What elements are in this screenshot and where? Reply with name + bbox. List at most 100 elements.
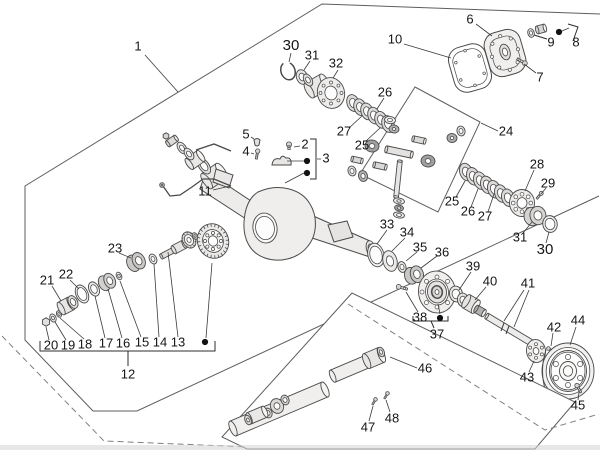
callout-43: 43 <box>520 369 534 384</box>
leader-22 <box>69 279 80 290</box>
leader-35 <box>405 251 418 262</box>
part-pipe-end <box>159 182 165 188</box>
part-input-yoke-b <box>183 147 195 161</box>
part-bolt-7 <box>516 57 528 67</box>
part-ring-17 <box>88 281 100 297</box>
leader-26-left <box>376 97 385 110</box>
bracket-3 <box>310 138 317 180</box>
part-kit-roller-c <box>350 155 364 165</box>
callout-36: 36 <box>435 244 449 259</box>
callout-15: 15 <box>135 334 149 349</box>
callout-44: 44 <box>571 312 585 327</box>
callout-31-right: 31 <box>513 229 527 244</box>
part-screw-48 <box>383 391 390 400</box>
part-pinion-tip <box>191 232 199 240</box>
leader-29 <box>540 187 547 195</box>
callout-21: 21 <box>40 272 54 287</box>
kit-dot-8 <box>555 28 563 36</box>
callout-48: 48 <box>385 410 399 425</box>
part-hub-40-splines <box>473 304 487 318</box>
callout-37: 37 <box>430 326 444 341</box>
callout-8: 8 <box>572 34 579 49</box>
leader-31-top <box>303 60 311 71</box>
bracket-37 <box>412 316 449 322</box>
callout-6: 6 <box>466 11 473 26</box>
callout-26-left: 26 <box>378 84 392 99</box>
sheet-1 <box>24 3 600 412</box>
part-input-tip <box>165 134 179 148</box>
leader-41-1 <box>513 289 530 328</box>
leader-42 <box>550 332 554 347</box>
leader-20 <box>45 326 50 341</box>
callout-4: 4 <box>242 143 249 158</box>
leader-10 <box>403 43 452 59</box>
callout-30-right: 30 <box>537 241 554 258</box>
part-prop-ujoint-cap-b <box>280 394 290 406</box>
part-plug-9 <box>534 23 548 35</box>
leader-44 <box>569 326 577 346</box>
leader-43 <box>528 360 535 373</box>
leader-1 <box>144 54 179 93</box>
callout-47: 47 <box>361 419 375 434</box>
leader-46 <box>389 356 418 369</box>
part-circlip-30-top <box>280 62 297 81</box>
part-cover-center <box>499 43 511 61</box>
part-ring-35 <box>397 261 407 273</box>
leader-30-right <box>545 231 550 244</box>
part-screw-47 <box>371 397 378 406</box>
part-kit-cone <box>446 133 458 143</box>
part-breather-2 <box>286 141 293 150</box>
callout-28: 28 <box>530 156 544 171</box>
callout-31-top: 31 <box>305 47 319 62</box>
kit-dot-12 <box>201 338 209 346</box>
leader-24 <box>480 122 499 132</box>
callout-41: 41 <box>521 275 535 290</box>
leader-2 <box>293 145 301 148</box>
leader-47 <box>368 405 374 422</box>
leader-kit-dot-3b <box>284 172 305 184</box>
part-ring-14 <box>148 253 158 265</box>
part-prop-yoke-ring <box>377 346 385 358</box>
callout-17: 17 <box>99 335 113 350</box>
callout-20: 20 <box>44 337 58 352</box>
kit-dot-3b <box>303 169 311 177</box>
leader-19 <box>54 321 67 341</box>
callout-29: 29 <box>541 175 555 190</box>
part-kit-roller-a <box>411 135 427 145</box>
leader-45 <box>577 391 580 401</box>
part-brake-pipe <box>162 178 232 197</box>
callout-33: 33 <box>380 216 394 231</box>
part-kit-washer-b1 <box>393 197 405 205</box>
callout-5: 5 <box>242 126 249 141</box>
part-diff-case-holes <box>318 80 344 106</box>
part-drive-flange-21b <box>67 295 79 309</box>
part-housing-opening <box>252 212 278 244</box>
callout-7: 7 <box>536 69 543 84</box>
leader-17 <box>94 295 106 339</box>
part-mount-plate <box>212 168 234 189</box>
callout-45: 45 <box>571 397 585 412</box>
leader-6 <box>475 23 493 37</box>
part-washer-19 <box>49 313 57 323</box>
callout-11: 11 <box>198 183 212 198</box>
part-bearing-36 <box>403 265 425 285</box>
leader-13 <box>167 251 179 338</box>
part-input-yoke-a <box>176 141 188 155</box>
part-bearing-23 <box>126 252 146 272</box>
callout-35: 35 <box>413 239 427 254</box>
leader-27-left <box>348 115 363 129</box>
part-bolt-38 <box>395 284 409 291</box>
part-bearing-16 <box>97 272 117 292</box>
callout-13: 13 <box>171 334 185 349</box>
leader-5 <box>250 136 255 140</box>
part-kit-ring-tr <box>456 125 466 137</box>
leader-15 <box>119 280 142 338</box>
part-kit-stud <box>393 159 403 199</box>
callout-3: 3 <box>322 150 329 165</box>
part-bearing-31-right <box>523 205 547 227</box>
part-kit-cross-pin <box>384 145 414 159</box>
leader-33 <box>376 229 388 245</box>
part-kit-roller-b <box>372 161 388 171</box>
